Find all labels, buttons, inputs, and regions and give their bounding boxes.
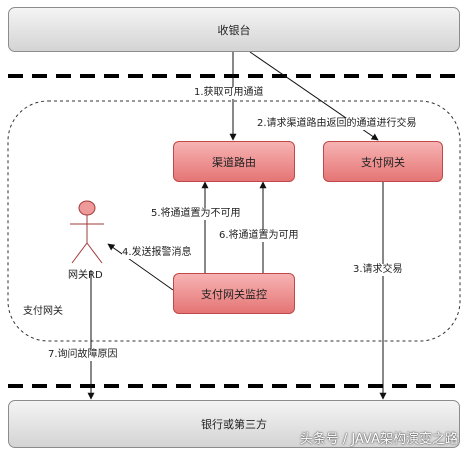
channel-router-box: 渠道路由 — [173, 141, 295, 182]
bank-label: 银行或第三方 — [201, 418, 267, 431]
gateway-monitor-box: 支付网关监控 — [173, 273, 295, 314]
edge-4-label: 4.发送报警消息 — [122, 247, 192, 259]
watermark-text: 头条号 / JAVA架构演变之路 — [299, 432, 458, 447]
edge-7-label: 7.询问故障原因 — [48, 349, 118, 361]
edge-5-label: 5.将通道置为不可用 — [151, 208, 241, 220]
payment-gateway-label: 支付网关 — [361, 155, 405, 169]
bank-box: 银行或第三方 — [8, 400, 460, 448]
channel-router-label: 渠道路由 — [212, 155, 256, 169]
rd-actor-figure — [70, 200, 104, 264]
cashier-label: 收银台 — [217, 23, 251, 37]
edge-3-label: 3.请求交易 — [353, 264, 403, 276]
region-label: 支付网关 — [23, 306, 63, 317]
gateway-monitor-label: 支付网关监控 — [201, 287, 267, 301]
gateway-region-boundary — [7, 100, 461, 342]
edge-1-label: 1.获取可用通道 — [194, 87, 264, 99]
edge-2-label: 2.请求渠道路由返回的通道进行交易 — [257, 118, 417, 130]
payment-gateway-box: 支付网关 — [323, 141, 443, 182]
cashier-box: 收银台 — [8, 7, 460, 52]
edge-6-label: 6.将通道置为可用 — [219, 230, 299, 242]
actor-label: 网关RD — [68, 270, 103, 281]
edge-4-arrow — [107, 243, 174, 291]
